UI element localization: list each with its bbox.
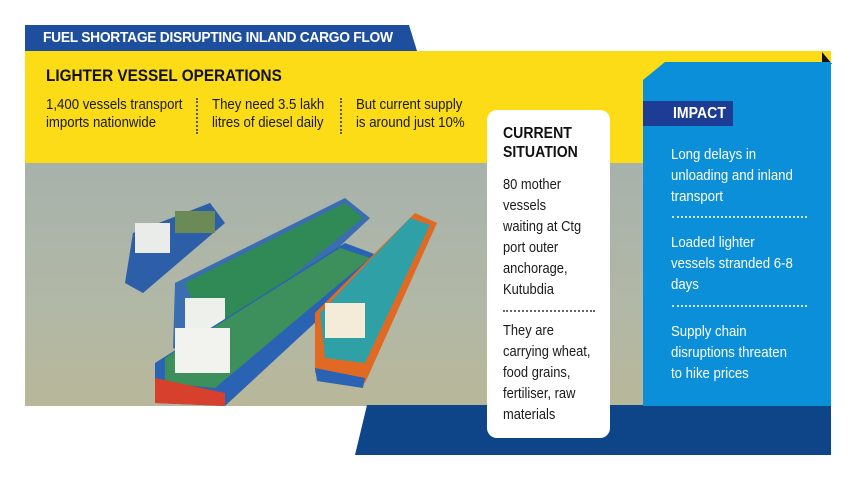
- operations-heading: LIGHTER VESSEL OPERATIONS: [46, 66, 282, 85]
- divider: [196, 98, 198, 134]
- corner-shadow: [822, 52, 832, 64]
- page-title: FUEL SHORTAGE DISRUPTING INLAND CARGO FL…: [43, 29, 393, 46]
- divider: [503, 310, 595, 312]
- vessel-front: [155, 243, 385, 406]
- vessel-left: [125, 203, 225, 293]
- vessel-right: [315, 213, 437, 388]
- divider: [672, 305, 807, 307]
- divider: [340, 98, 342, 134]
- title-bar: FUEL SHORTAGE DISRUPTING INLAND CARGO FL…: [25, 25, 417, 51]
- divider: [672, 216, 807, 218]
- impact-label: IMPACT: [643, 101, 733, 126]
